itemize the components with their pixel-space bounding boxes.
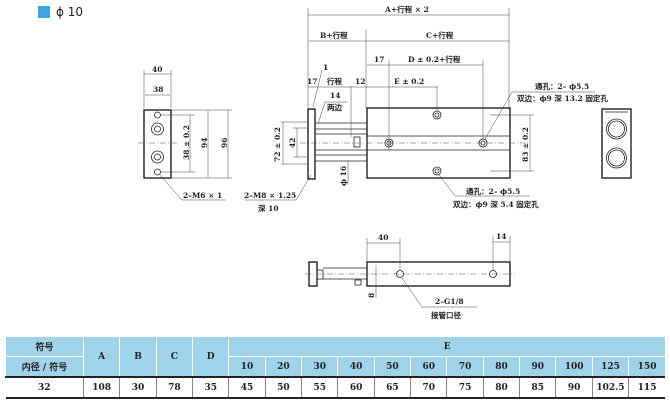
dim-c: C+行程 xyxy=(426,30,454,40)
cell-b: 30 xyxy=(119,376,157,399)
table-row: 32 108 30 78 35 45 50 55 60 65 70 75 80 … xyxy=(5,376,665,399)
cell-e: 102.5 xyxy=(591,376,629,399)
dim-14-bottom: 14 xyxy=(496,232,506,241)
thread-label-m6: 2–M6 × 1 xyxy=(183,191,222,200)
dim-d: D ± 0.2+行程 xyxy=(408,54,461,64)
port-caption: 接管口径 xyxy=(431,310,461,320)
dim-40-bottom: 40 xyxy=(378,233,388,242)
section-marker-icon xyxy=(38,6,50,18)
dim-83: 83 ± 0.2 xyxy=(521,127,530,162)
item-number-1: 1 xyxy=(323,63,328,72)
cell-e: 45 xyxy=(228,376,266,399)
cell-a: 108 xyxy=(82,376,120,399)
cell-e: 115 xyxy=(628,376,665,399)
dim-e: E ± 0.2 xyxy=(394,77,424,86)
bottom-hole-label-1: 通孔：2– ϕ5.5 xyxy=(466,186,520,196)
header-c: C xyxy=(155,337,193,378)
e-stroke: 90 xyxy=(519,356,556,377)
thread-label-m8: 2–M8 × 1.25 xyxy=(244,191,296,200)
cell-e: 75 xyxy=(446,376,484,399)
dimension-table: 符号 A B C D E 内径 / 符号 10 20 30 40 50 60 7… xyxy=(5,337,665,399)
top-hole-label-1: 通孔：2– ϕ5.5 xyxy=(535,81,589,91)
port-label: 2–G1/8 xyxy=(435,297,464,306)
cell-bore: 32 xyxy=(5,376,84,399)
dim-72: 72 ± 0.2 xyxy=(273,127,282,162)
cell-e: 85 xyxy=(519,376,556,399)
dim-17-a: 17 xyxy=(374,55,384,64)
dim-14: 14 xyxy=(330,91,340,100)
dim-38-tolerance: 38 ± 0.2 xyxy=(182,125,191,160)
e-stroke: 50 xyxy=(373,356,411,377)
both-sides-label: 两边 xyxy=(327,102,342,112)
dim-b: B+行程 xyxy=(320,30,348,40)
e-stroke: 100 xyxy=(555,356,593,377)
cell-e: 80 xyxy=(482,376,520,399)
dim-a-total: A+行程 × 2 xyxy=(384,4,429,14)
header-b: B xyxy=(119,337,157,378)
cell-e: 60 xyxy=(337,376,375,399)
dim-12: 12 xyxy=(355,77,365,86)
header-a: A xyxy=(82,337,120,378)
e-stroke: 10 xyxy=(228,356,266,377)
bottom-view: 40 14 8 2–G1/8 接管口径 xyxy=(305,232,515,320)
e-stroke: 70 xyxy=(446,356,484,377)
section-header: ϕ 10 xyxy=(38,5,83,19)
e-stroke: 20 xyxy=(264,356,302,377)
bottom-hole-label-2: 双边：ϕ9 深 5.4 固定孔 xyxy=(453,199,539,209)
section-title: ϕ 10 xyxy=(56,5,83,19)
dim-17-b: 17 xyxy=(307,77,317,86)
cell-d: 35 xyxy=(192,376,229,399)
right-end-view xyxy=(601,108,632,179)
top-hole-label-2: 双边：ϕ9 深 13.2 固定孔 xyxy=(517,93,608,103)
dim-38: 38 xyxy=(153,85,163,94)
dim-phi16: ϕ 16 xyxy=(339,166,348,186)
header-symbol: 符号 xyxy=(5,337,84,357)
cell-e: 70 xyxy=(410,376,447,399)
cell-e: 50 xyxy=(264,376,302,399)
dim-stroke: 行程 xyxy=(326,76,342,86)
header-e: E xyxy=(228,337,665,357)
left-end-view: 40 38 38 ± 0.2 94 96 2–M6 × 1 xyxy=(138,65,232,201)
dim-40: 40 xyxy=(152,65,162,74)
e-stroke: 30 xyxy=(301,356,338,377)
header-d: D xyxy=(192,337,229,378)
e-stroke: 125 xyxy=(591,356,629,377)
cell-e: 55 xyxy=(301,376,338,399)
cell-e: 65 xyxy=(373,376,411,399)
e-stroke: 150 xyxy=(628,356,665,377)
dim-94: 94 xyxy=(200,138,209,148)
dim-96: 96 xyxy=(220,138,229,148)
dim-8: 8 xyxy=(367,293,376,298)
dim-42: 42 xyxy=(288,138,297,148)
technical-drawing: 40 38 38 ± 0.2 94 96 2–M6 × 1 A+行程 × 2 B… xyxy=(138,4,632,320)
cell-e: 90 xyxy=(555,376,593,399)
header-bore: 内径 / 符号 xyxy=(5,356,84,377)
e-stroke: 80 xyxy=(482,356,520,377)
thread-depth-label: 深 10 xyxy=(258,203,279,213)
side-view: A+行程 × 2 B+行程 C+行程 17 D ± 0.2+行程 17 行程 1… xyxy=(244,4,608,213)
e-stroke: 40 xyxy=(337,356,375,377)
e-stroke: 60 xyxy=(410,356,447,377)
cell-c: 78 xyxy=(155,376,193,399)
